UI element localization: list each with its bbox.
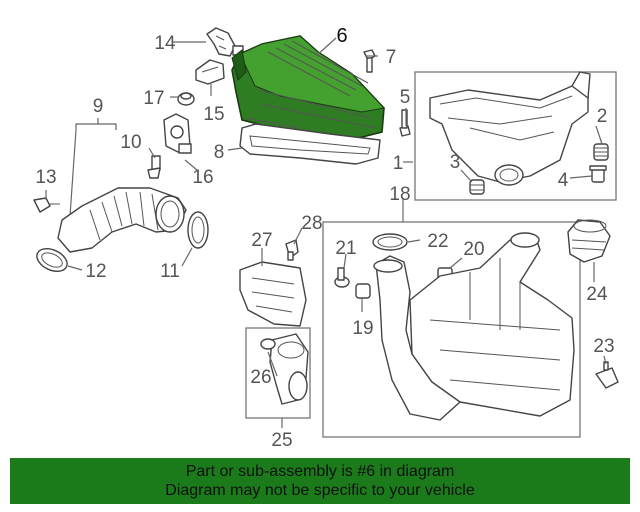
callout-28: 28	[301, 213, 322, 234]
part-14-sensor	[206, 27, 244, 57]
callout-6: 6	[336, 25, 347, 47]
notice-line-2: Diagram may not be specific to your vehi…	[165, 482, 475, 499]
part-6-air-cleaner-cover	[231, 35, 385, 141]
callout-23: 23	[593, 336, 614, 357]
part-15-bracket	[195, 59, 225, 85]
callout-3: 3	[450, 152, 461, 173]
part-7-bolt	[363, 49, 376, 73]
callout-14: 14	[154, 33, 176, 54]
part-25-duct	[269, 333, 309, 405]
part-21-grommet	[334, 267, 350, 288]
callout-5: 5	[400, 87, 411, 108]
callout-9: 9	[93, 96, 104, 117]
part-10-sensor	[147, 155, 161, 179]
part-2-mount	[593, 143, 609, 161]
callout-16: 16	[192, 167, 213, 188]
part-23-clip	[595, 361, 619, 389]
callout-20: 20	[463, 239, 484, 260]
bracket-9	[69, 118, 117, 217]
callout-11: 11	[160, 261, 180, 282]
part-24-duct	[567, 219, 611, 263]
callout-21: 21	[335, 238, 356, 259]
part-3-mount	[469, 179, 485, 195]
part-22-seal	[372, 233, 408, 251]
callout-25: 25	[271, 430, 292, 451]
callout-12: 12	[85, 261, 106, 282]
notice-line-1: Part or sub-assembly is #6 in diagram	[185, 463, 455, 480]
callout-4: 4	[558, 170, 569, 191]
callout-13: 13	[35, 167, 56, 188]
box-part-25-group	[245, 327, 311, 419]
part-8-gasket	[239, 123, 381, 165]
callout-8: 8	[214, 142, 225, 163]
parts-diagram: 14 6 7 17 15 5 2 9 10 8 1 3 4 16 13 18 2…	[33, 25, 619, 451]
part-13-clip	[33, 197, 60, 213]
callout-18: 18	[389, 184, 410, 205]
callout-27: 27	[251, 230, 272, 251]
part-4-bolt	[589, 165, 607, 183]
callout-24: 24	[586, 284, 608, 305]
box-air-cleaner-case	[414, 71, 617, 201]
part-18-resonator	[373, 232, 575, 421]
callout-17: 17	[143, 88, 164, 109]
callout-15: 15	[203, 104, 224, 125]
callout-26: 26	[250, 367, 271, 388]
part-26-grommet	[260, 338, 276, 350]
callout-10: 10	[120, 132, 141, 153]
callout-22: 22	[427, 231, 448, 252]
callout-7: 7	[386, 47, 397, 68]
part-19-grommet	[355, 283, 371, 299]
part-11-clamp	[187, 211, 209, 249]
part-17-grommet	[177, 92, 195, 106]
part-5-bolt	[399, 109, 411, 137]
callout-1: 1	[393, 153, 404, 174]
callout-19: 19	[352, 318, 373, 339]
callout-2: 2	[597, 106, 608, 127]
part-1-air-cleaner-case	[429, 71, 591, 186]
part-27-bracket	[239, 261, 307, 327]
part-12-clamp	[36, 247, 68, 273]
part-16-sensor	[163, 113, 192, 154]
box-resonator-group	[322, 221, 581, 438]
part-9-intake-tube	[57, 187, 187, 253]
notice-banner: Part or sub-assembly is #6 in diagram Di…	[10, 458, 630, 504]
part-28-clip	[285, 239, 299, 261]
